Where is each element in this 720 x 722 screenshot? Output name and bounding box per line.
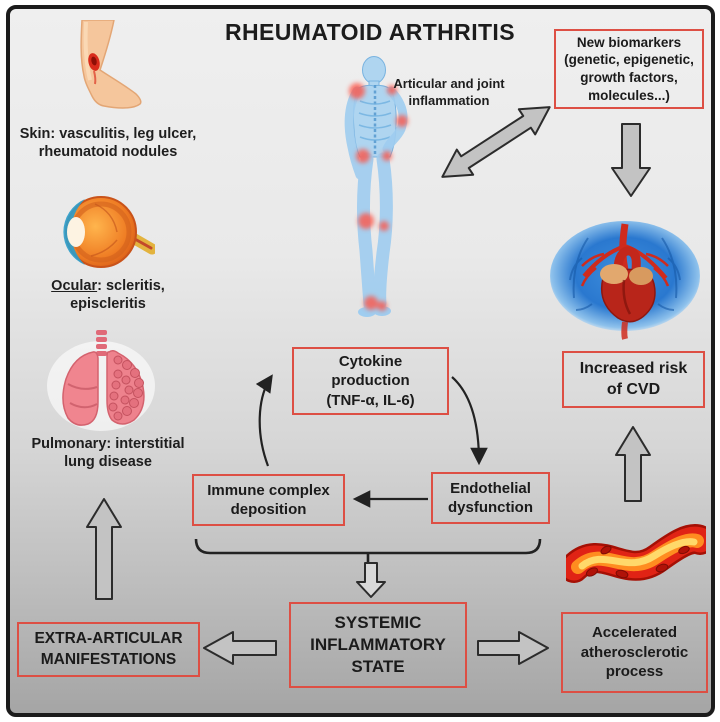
immune-complex-deposition-box: Immune complex deposition (192, 474, 345, 526)
arrow-extra-articular-to-organs (86, 498, 122, 600)
endothelial-dysfunction-box: Endothelial dysfunction (431, 472, 550, 524)
arrow-artery-to-cvd-risk (615, 426, 651, 502)
page-title: RHEUMATOID ARTHRITIS (225, 19, 515, 45)
heart-cardiovascular-icon (550, 221, 700, 340)
new-biomarkers-box: New biomarkers (genetic, epigenetic, gro… (554, 29, 704, 109)
articular-inflammation-caption: Articular and joint inflammation (393, 76, 505, 108)
ocular-eye-anatomy-icon (63, 196, 155, 268)
arrow-systemic-to-extra-articular (203, 631, 277, 665)
extra-articular-manifestations-box: EXTRA-ARTICULAR MANIFESTATIONS (17, 622, 200, 677)
arrow-biomarkers-to-heart (611, 123, 651, 197)
pulmonary-caption: Pulmonary: interstitial lung disease (31, 436, 185, 471)
accelerated-atherosclerosis-box: Accelerated atherosclerotic process (561, 612, 708, 693)
arrow-bracket-to-systemic-state (356, 562, 386, 598)
systemic-inflammatory-state-box: SYSTEMIC INFLAMMATORY STATE (289, 602, 467, 688)
arrow-systemic-to-atherosclerosis (477, 631, 549, 665)
ocular-caption-term: Ocular (51, 278, 98, 294)
ocular-caption-rest: : scleritis, episcleritis (70, 278, 165, 313)
ocular-caption: Ocular: scleritis, episcleritis (12, 277, 204, 313)
increased-cvd-risk-box: Increased risk of CVD (562, 351, 705, 408)
cytokine-production-box: Cytokine production (TNF-α, IL-6) (292, 347, 449, 415)
skin-leg-ulcer-icon (80, 20, 142, 109)
skin-caption: Skin: vasculitis, leg ulcer, rheumatoid … (19, 126, 197, 161)
bidirectional-arrow-body-biomarkers (441, 106, 551, 178)
human-body-joint-inflammation-icon (344, 56, 408, 317)
pulmonary-lungs-icon (47, 330, 155, 431)
atherosclerotic-artery-icon (566, 524, 706, 583)
